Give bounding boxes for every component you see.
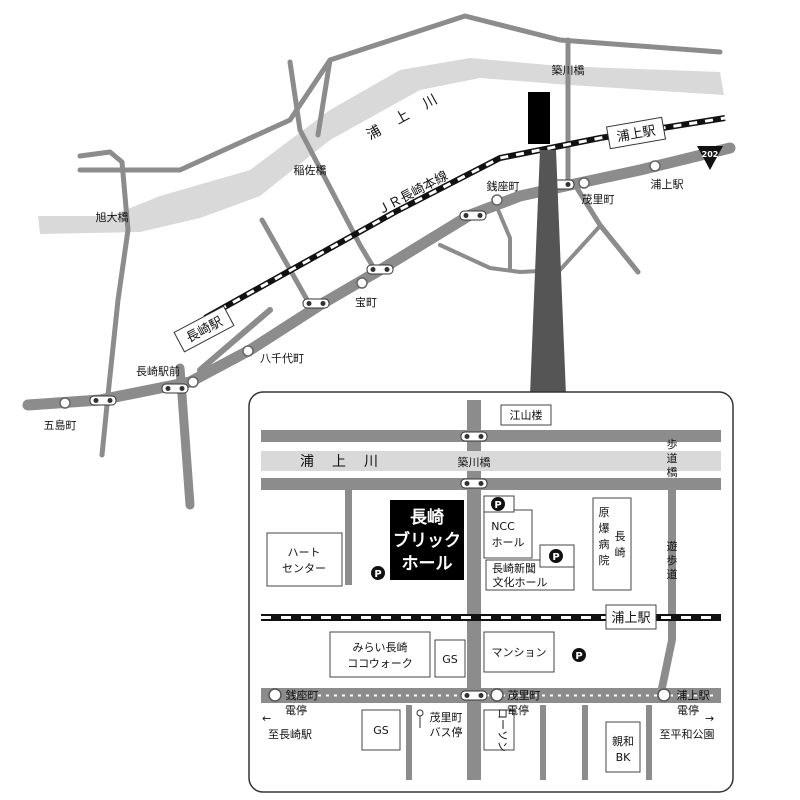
label-moriya-bus-1: 茂里町 xyxy=(430,710,463,724)
overview-urakami-station-label: 浦上駅 xyxy=(616,124,657,146)
label-lawson: ローソン xyxy=(496,708,509,752)
label-asahi-bridge: 旭大橋 xyxy=(96,210,129,224)
label-to-nagasaki: 至長崎駅 xyxy=(268,727,312,741)
detail-chikugo-bridge-label: 築川橋 xyxy=(458,455,491,469)
label-ncc-2: ホール xyxy=(492,536,525,549)
label-shinwa-1: 親和 xyxy=(612,735,634,748)
label-heart-center-2: センター xyxy=(282,562,326,575)
label-hoko-2: 道 xyxy=(667,451,678,465)
overview-urakami-station-box: 浦上駅 xyxy=(605,116,667,150)
label-gs-1: GS xyxy=(442,653,458,666)
overview-tram-stops xyxy=(59,160,661,409)
label-inasa-bridge: 稲佐橋 xyxy=(294,163,327,177)
brick-hall-title-3: ホール xyxy=(402,554,453,574)
label-mirai-2: ココウォーク xyxy=(347,657,413,670)
route-202-sign: 202 xyxy=(697,146,723,170)
detail-urakami-station-label: 浦上駅 xyxy=(611,611,650,626)
parking-icon-3: P xyxy=(374,569,381,580)
label-shinwa-2: BK xyxy=(616,751,632,764)
label-moriya-stop: 茂里町 xyxy=(508,688,541,702)
label-hospital-1-3: 病 xyxy=(599,537,610,551)
detail-river xyxy=(261,451,721,471)
label-hospital-2-2: 崎 xyxy=(615,545,626,559)
parking-icon-2: P xyxy=(552,552,559,563)
detail-river-label: 浦 上 川 xyxy=(300,454,380,470)
label-shimbun-1: 長崎新聞 xyxy=(492,561,536,575)
parking-icon-4: P xyxy=(575,651,582,662)
overview-rail-label: ＪＲ長崎本線 xyxy=(374,168,450,219)
label-moriya-bus-2: バス停 xyxy=(430,725,463,739)
arrow-left-icon: ← xyxy=(262,712,271,725)
route-202-label: 202 xyxy=(702,150,719,159)
urakami-river xyxy=(38,58,724,234)
overview-map: 202 浦 上 川 ＪＲ長崎本線 旭大橋 稲佐橋 築川橋 浦上駅 長崎駅 銭座町… xyxy=(22,13,736,510)
brick-hall-building xyxy=(390,500,464,580)
parking-icons xyxy=(371,497,586,662)
label-ncc-1: NCC xyxy=(491,520,515,533)
label-urakami-detail-stop: 浦上駅 xyxy=(677,689,710,702)
label-hoko-3: 橋 xyxy=(667,465,678,479)
overview-nagasaki-station-box: 長崎駅 xyxy=(173,305,235,353)
label-zeniza: 銭座町 xyxy=(487,179,520,193)
label-hospital-2-1: 長 xyxy=(615,530,626,543)
callout-pointer xyxy=(530,150,566,395)
detail-traffic-lights xyxy=(460,431,488,701)
label-heart-center-1: ハート xyxy=(288,546,321,559)
detail-tram-stops xyxy=(268,688,671,702)
label-hospital-1-1: 原 xyxy=(599,506,610,519)
label-moriya: 茂里町 xyxy=(582,192,615,206)
detail-map: P P P P ← → 江山楼 浦 上 川 築川橋 歩 道 橋 遊 歩 道 ハー… xyxy=(248,391,734,793)
label-chikugo-bridge: 築川橋 xyxy=(552,63,585,77)
label-takara: 宝町 xyxy=(355,295,377,309)
label-shimbun-2: 文化ホール xyxy=(493,575,548,589)
label-yachiyo: 八千代町 xyxy=(260,352,304,365)
label-yuho-2: 歩 xyxy=(667,553,678,567)
label-yuho-3: 道 xyxy=(667,567,678,581)
venue-marker xyxy=(528,92,550,144)
label-hoko-1: 歩 xyxy=(667,437,678,451)
label-hospital-1-2: 爆 xyxy=(599,521,610,535)
label-gs-2: GS xyxy=(373,724,389,737)
label-teiryu-1: 電停 xyxy=(285,703,307,717)
label-urakami-stop: 浦上駅 xyxy=(651,178,684,191)
label-to-heiwa: 至平和公園 xyxy=(660,728,715,741)
brick-hall-title-2: ブリック xyxy=(393,530,461,551)
parking-icon-1: P xyxy=(494,500,501,511)
label-teiryu-2: 電停 xyxy=(507,703,529,717)
brick-hall-title-1: 長崎 xyxy=(410,507,444,528)
bus-stop-icon xyxy=(416,709,424,728)
label-yuho-1: 遊 xyxy=(667,539,678,553)
label-nagasaki-ekimae: 長崎駅前 xyxy=(136,364,180,378)
label-goto: 五島町 xyxy=(44,418,77,432)
label-zeniza-stop: 銭座町 xyxy=(286,688,319,702)
label-koshanro: 江山楼 xyxy=(510,408,543,422)
overview-traffic-lights xyxy=(89,179,575,406)
arrow-right-icon: → xyxy=(705,712,714,725)
label-teiryu-3: 電停 xyxy=(677,703,699,717)
label-mirai-1: みらい長崎 xyxy=(353,640,408,654)
label-mansion: マンション xyxy=(492,646,547,659)
label-hospital-1-4: 院 xyxy=(599,553,610,567)
